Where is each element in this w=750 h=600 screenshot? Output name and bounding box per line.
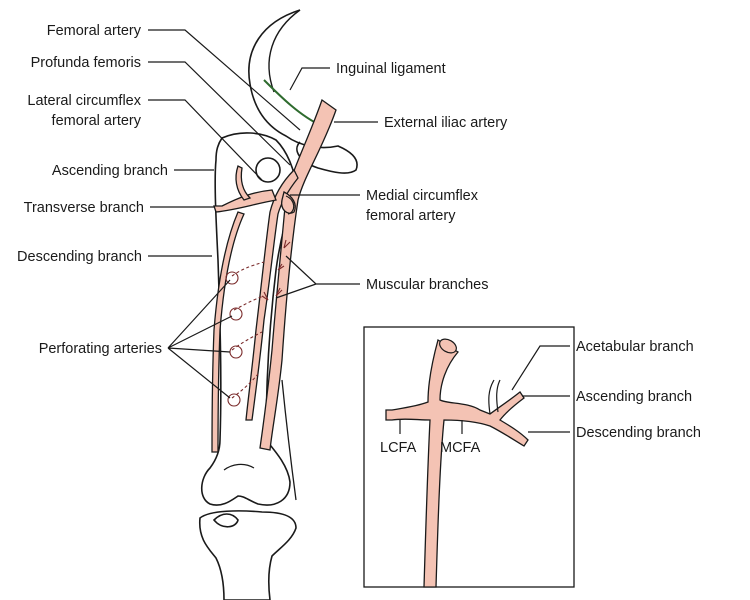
tibia [198, 510, 297, 600]
label-external-iliac-artery: External iliac artery [384, 115, 508, 131]
hip-bone [248, 9, 358, 174]
label-ascending-branch: Ascending branch [52, 163, 168, 179]
inset-label-acetabular-branch: Acetabular branch [576, 339, 694, 355]
muscular-branch-marks [261, 239, 291, 301]
perforating-artery-marks [225, 261, 265, 407]
inset-label-descending-branch: Descending branch [576, 425, 701, 441]
label-medial-circumflex-line2: femoral artery [366, 208, 456, 224]
label-medial-circumflex-line1: Medial circumflex [366, 188, 479, 204]
profunda-femoris-vessel [245, 168, 299, 421]
leader-lines [148, 29, 378, 399]
label-profunda-femoris: Profunda femoris [31, 55, 141, 71]
inset-leader-lines [399, 345, 570, 434]
inset-label-ascending-branch: Ascending branch [576, 389, 692, 405]
main-labels: Femoral artery Profunda femoris Lateral … [17, 23, 508, 357]
label-lateral-circumflex-line2: femoral artery [52, 113, 142, 129]
lateral-circumflex-vessel [211, 165, 277, 453]
medial-circumflex-vessel [281, 191, 296, 215]
label-femoral-artery: Femoral artery [47, 23, 142, 39]
inset-label-lcfa: LCFA [380, 440, 417, 456]
label-inguinal-ligament: Inguinal ligament [336, 61, 446, 77]
inset-label-mcfa: MCFA [440, 440, 481, 456]
label-lateral-circumflex-line1: Lateral circumflex [27, 93, 141, 109]
label-muscular-branches: Muscular branches [366, 277, 489, 293]
inset-frame [363, 326, 575, 588]
label-perforating-arteries: Perforating arteries [39, 341, 162, 357]
label-descending-branch: Descending branch [17, 249, 142, 265]
inset-vessels [385, 338, 529, 588]
label-transverse-branch: Transverse branch [24, 200, 144, 216]
inset-diagram: Acetabular branch Ascending branch Desce… [363, 326, 701, 588]
